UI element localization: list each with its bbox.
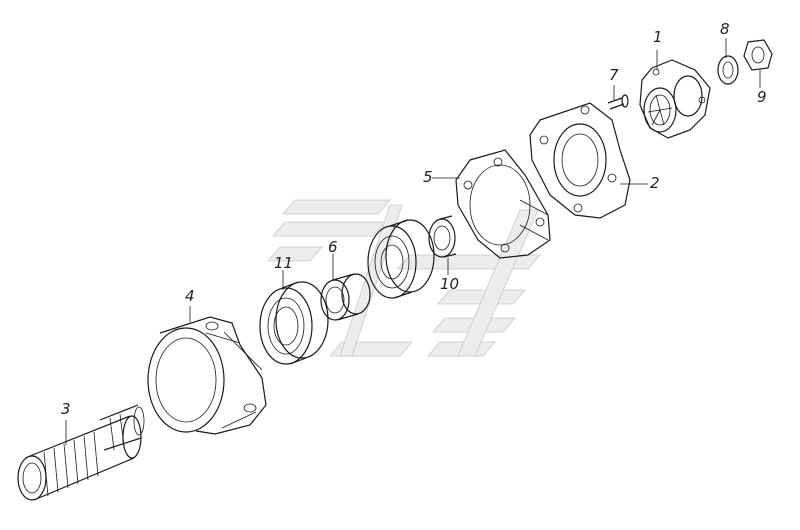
part-1-flange [639, 59, 711, 139]
part-4-housing [147, 316, 267, 435]
callout-6: 6 [328, 238, 338, 256]
part-7-bolt [607, 94, 629, 110]
callout-3: 3 [61, 400, 71, 418]
part-9-nut [743, 39, 773, 71]
callout-7: 7 [609, 66, 619, 84]
part-11-bearing [259, 281, 329, 365]
part-5-gasket [455, 149, 551, 259]
callout-11: 11 [274, 254, 294, 272]
part-8-washer [717, 55, 739, 85]
callout-2: 2 [650, 174, 660, 192]
callout-8: 8 [720, 20, 730, 38]
callout-10: 10 [440, 275, 460, 293]
leader-lines [65, 38, 761, 445]
callout-5: 5 [423, 168, 433, 186]
part-2-flange-housing [519, 102, 631, 241]
part-10-ring [428, 215, 457, 258]
part-10-bearing-upper [367, 219, 435, 299]
part-3-splined-shaft [17, 404, 145, 501]
logo-watermark [267, 199, 541, 357]
callout-4: 4 [185, 287, 195, 305]
callout-9: 9 [757, 88, 767, 106]
part-6-spacer [320, 273, 371, 321]
callout-1: 1 [653, 28, 663, 46]
